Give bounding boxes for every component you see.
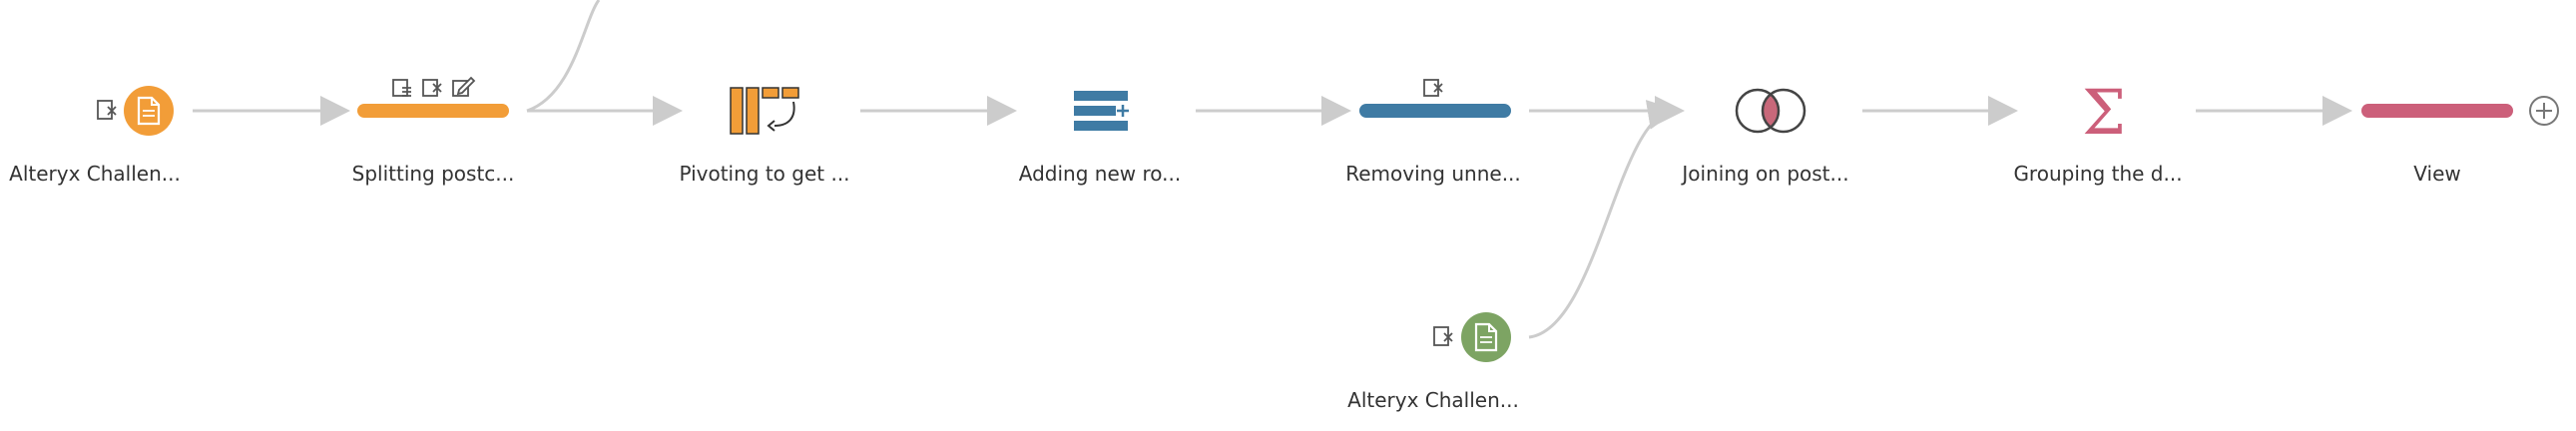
clean-step-bar[interactable] — [357, 104, 509, 118]
node-label-output-1[interactable]: View — [2413, 162, 2461, 186]
clean-step-bar[interactable] — [1359, 104, 1511, 118]
pivot-icon — [730, 87, 799, 135]
join-icon — [1735, 88, 1806, 134]
node-input-2[interactable] — [1433, 312, 1511, 362]
plus-circle-icon[interactable] — [2529, 96, 2559, 126]
node-join-1[interactable] — [1735, 88, 1806, 134]
node-new-rows-1[interactable] — [1074, 91, 1129, 131]
connector-clean1-branch-up — [526, 0, 601, 113]
node-label-aggregate-1[interactable]: Grouping the d... — [2013, 162, 2183, 186]
node-label-new-rows-1[interactable]: Adding new ro... — [1018, 162, 1182, 186]
node-pivot-1[interactable] — [730, 87, 799, 135]
file-icon — [1474, 322, 1498, 352]
new-rows-icon — [1074, 91, 1129, 131]
node-clean-2[interactable] — [1359, 79, 1511, 118]
sigma-icon: Σ — [2082, 76, 2126, 149]
node-label-input-2[interactable]: Alteryx Challen... — [1347, 388, 1519, 412]
node-label-join-1[interactable]: Joining on post... — [1682, 162, 1849, 186]
node-label-clean-1[interactable]: Splitting postc... — [351, 162, 515, 186]
node-output-1[interactable] — [2361, 104, 2513, 118]
file-icon — [137, 96, 161, 126]
edit-icon — [452, 76, 476, 97]
exclude-icon — [97, 100, 117, 120]
exclude-icon — [1433, 326, 1453, 346]
exclude-icon — [1423, 79, 1443, 97]
node-label-pivot-1[interactable]: Pivoting to get ... — [679, 162, 850, 186]
node-clean-1[interactable] — [357, 76, 509, 118]
node-label-input-1[interactable]: Alteryx Challen... — [9, 162, 181, 186]
output-step-bar[interactable] — [2361, 104, 2513, 118]
node-label-clean-2[interactable]: Removing unne... — [1345, 162, 1521, 186]
exclude-icon — [422, 79, 442, 97]
filter-icon — [392, 79, 411, 97]
node-input-1[interactable] — [97, 86, 174, 136]
connector-input2-join1 — [1528, 100, 1678, 339]
node-aggregate-1[interactable]: Σ — [2082, 76, 2126, 149]
